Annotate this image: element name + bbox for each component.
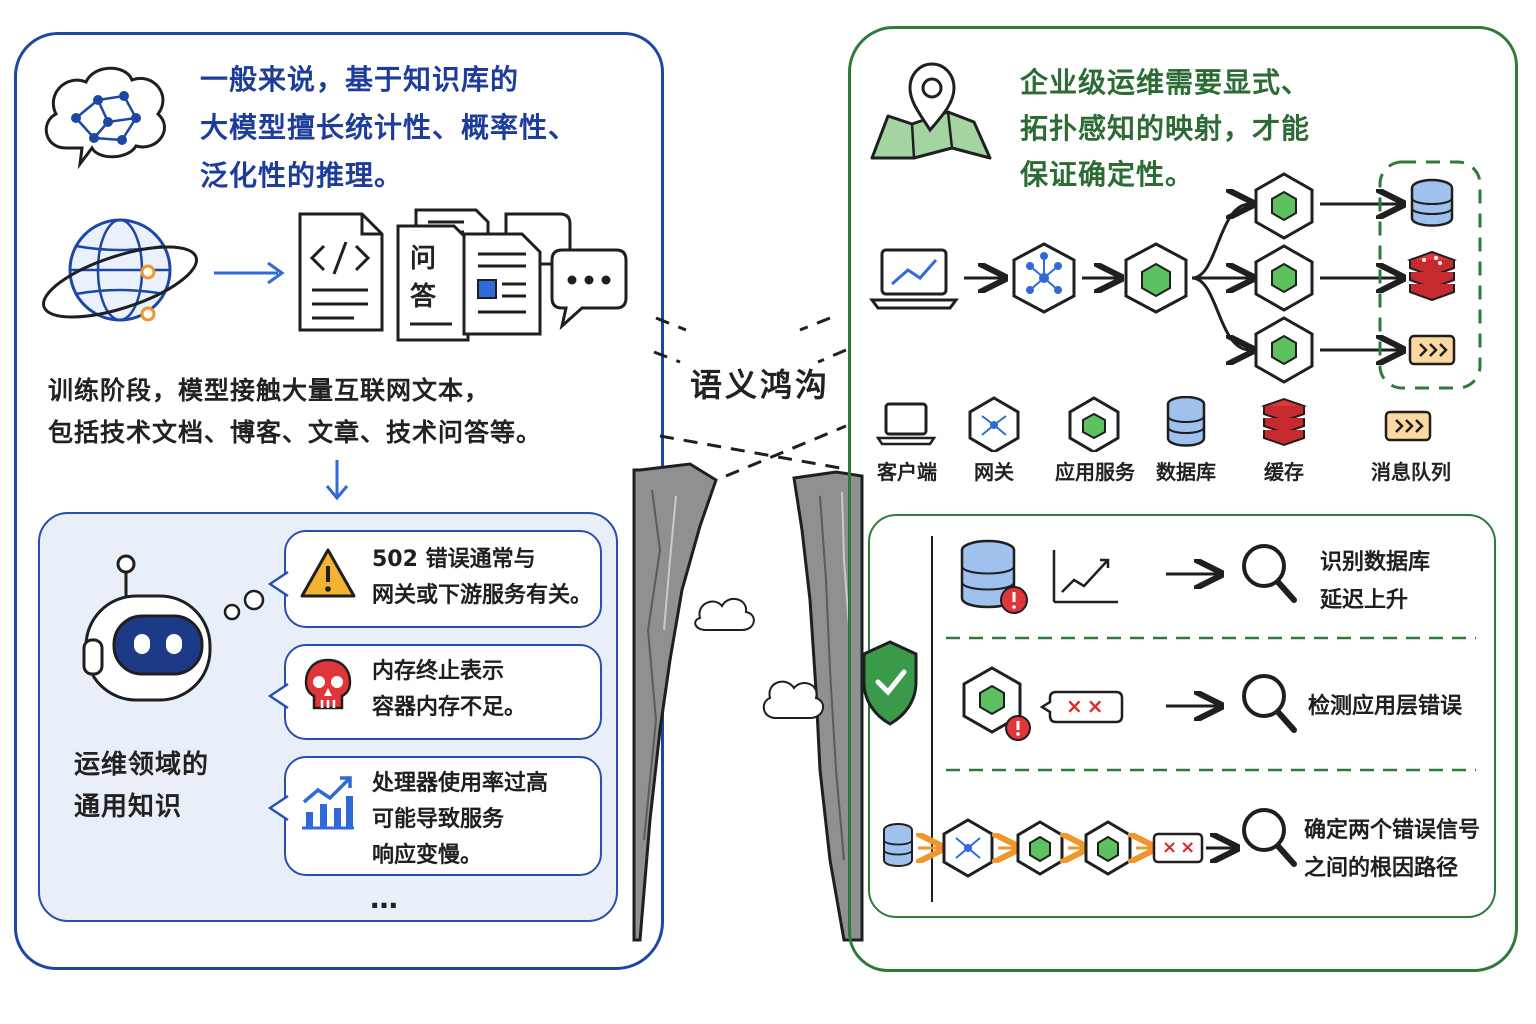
legend-gateway-label: 网关 xyxy=(974,460,1014,484)
doc-answer-char: 答 xyxy=(410,282,437,312)
magnifier-icon xyxy=(1242,808,1297,867)
latency-chart-icon xyxy=(1052,550,1118,604)
knowledge-network-icon xyxy=(44,66,166,170)
app-service-alert-icon xyxy=(962,666,1031,741)
domain-knowledge-label: 运维领域的 通用知识 xyxy=(74,744,209,828)
left-intro-line: 一般来说，基于知识库的 xyxy=(200,63,520,96)
legend-icons xyxy=(876,396,1432,452)
warning-icon xyxy=(300,548,356,598)
error-message-icon xyxy=(1039,690,1124,724)
database-alert-icon xyxy=(960,539,1028,614)
bubble-tail xyxy=(268,794,289,822)
bubble-line: 可能导致服务 xyxy=(372,807,505,832)
training-line: 包括技术文档、博客、文章、技术问答等。 xyxy=(48,418,543,447)
legend-gateway-icon xyxy=(968,396,1020,452)
bubble-tail xyxy=(268,682,289,710)
bubble-line: 响应变慢。 xyxy=(372,843,483,868)
bubble-line: 网关或下游服务有关。 xyxy=(372,583,593,608)
arrow-right-icon xyxy=(214,261,285,285)
legend-client-icon xyxy=(876,402,937,446)
globe-icon xyxy=(41,218,199,322)
path-error-icon xyxy=(1152,832,1204,864)
shield-check-icon xyxy=(862,640,918,726)
document-stack-icon xyxy=(396,208,572,342)
left-intro-line: 大模型擅长统计性、概率性、 xyxy=(200,111,578,144)
gateway-icon xyxy=(1012,242,1076,314)
result-db-latency: 识别数据库 延迟上升 xyxy=(1320,544,1430,620)
semantic-gap-cliff xyxy=(632,316,864,942)
arrow-down-icon xyxy=(325,460,349,501)
legend-client-label: 客户端 xyxy=(877,460,937,484)
bubble-text-502: 502 错误通常与 网关或下游服务有关。 xyxy=(372,542,592,614)
result-line: 之间的根因路径 xyxy=(1304,856,1459,881)
rising-chart-icon xyxy=(302,776,354,830)
legend-message-queue-icon xyxy=(1384,410,1432,442)
result-app-error: 检测应用层错误 xyxy=(1308,688,1462,726)
topology-diagram xyxy=(869,160,1482,390)
bubble-tail xyxy=(268,570,289,598)
bubble-text-oom: 内存终止表示 容器内存不足。 xyxy=(372,654,526,726)
legend-message-queue-label: 消息队列 xyxy=(1371,460,1451,484)
bubble-line: 502 错误通常与 xyxy=(372,547,536,572)
analysis-diagram xyxy=(862,536,1476,902)
app-service-icon xyxy=(1254,316,1314,384)
right-intro-line: 企业级运维需要显式、 xyxy=(1020,66,1311,99)
skull-icon xyxy=(304,658,352,710)
right-intro-line: 保证确定性。 xyxy=(1020,158,1195,191)
bubble-line: 容器内存不足。 xyxy=(372,695,527,720)
client-laptop-icon xyxy=(869,248,959,310)
path-app-service-icon xyxy=(1016,820,1064,876)
left-intro-line: 泛化性的推理。 xyxy=(200,159,404,192)
result-line: 延迟上升 xyxy=(1320,588,1409,613)
robot-icon xyxy=(82,554,265,702)
legend-cache-icon xyxy=(1260,397,1308,447)
magnifier-icon xyxy=(1242,544,1297,603)
legend-cache-label: 缓存 xyxy=(1264,460,1304,484)
result-line: 识别数据库 xyxy=(1320,550,1431,575)
legend-app-service-label: 应用服务 xyxy=(1055,460,1135,484)
legend-database-icon xyxy=(1166,396,1206,447)
domain-label-line: 运维领域的 xyxy=(74,750,210,780)
chat-bubble-icon xyxy=(550,248,628,330)
map-pin-icon xyxy=(870,62,992,160)
legend-app-service-icon xyxy=(1068,396,1120,452)
result-line: 确定两个错误信号 xyxy=(1304,818,1481,843)
bubble-line: 内存终止表示 xyxy=(372,659,505,684)
app-service-icon xyxy=(1124,242,1188,314)
app-service-icon xyxy=(1254,172,1314,240)
right-intro-line: 拓扑感知的映射，才能 xyxy=(1020,112,1311,145)
left-intro-text: 一般来说，基于知识库的 大模型擅长统计性、概率性、 泛化性的推理。 xyxy=(200,56,577,200)
magnifier-icon xyxy=(1242,674,1297,733)
result-line: 检测应用层错误 xyxy=(1308,694,1463,719)
bubble-line: 处理器使用率过高 xyxy=(372,771,549,796)
app-service-icon xyxy=(1254,244,1314,312)
path-gateway-icon xyxy=(942,818,994,878)
doc-question-char: 问 xyxy=(410,244,437,274)
error-marks: ×× xyxy=(1066,694,1108,718)
message-queue-icon xyxy=(1408,334,1456,366)
database-icon xyxy=(1410,178,1454,227)
result-root-cause: 确定两个错误信号 之间的根因路径 xyxy=(1304,812,1480,888)
path-app-service-icon xyxy=(1084,820,1132,876)
error-marks: ×× xyxy=(1162,837,1199,858)
bubble-text-cpu: 处理器使用率过高 可能导致服务 响应变慢。 xyxy=(372,766,548,874)
training-line: 训练阶段，模型接触大量互联网文本， xyxy=(48,376,491,405)
path-database-icon xyxy=(883,823,913,867)
legend-database-label: 数据库 xyxy=(1156,460,1216,484)
semantic-gap-label: 语义鸿沟 xyxy=(690,366,831,404)
right-panel xyxy=(848,26,1518,972)
domain-label-line: 通用知识 xyxy=(74,792,183,822)
cache-icon xyxy=(1407,250,1457,302)
right-intro-text: 企业级运维需要显式、 拓扑感知的映射，才能 保证确定性。 xyxy=(1020,60,1310,198)
training-text: 训练阶段，模型接触大量互联网文本， 包括技术文档、博客、文章、技术问答等。 xyxy=(48,370,542,454)
more-ellipsis: … xyxy=(370,882,398,915)
code-document-icon xyxy=(298,212,384,332)
